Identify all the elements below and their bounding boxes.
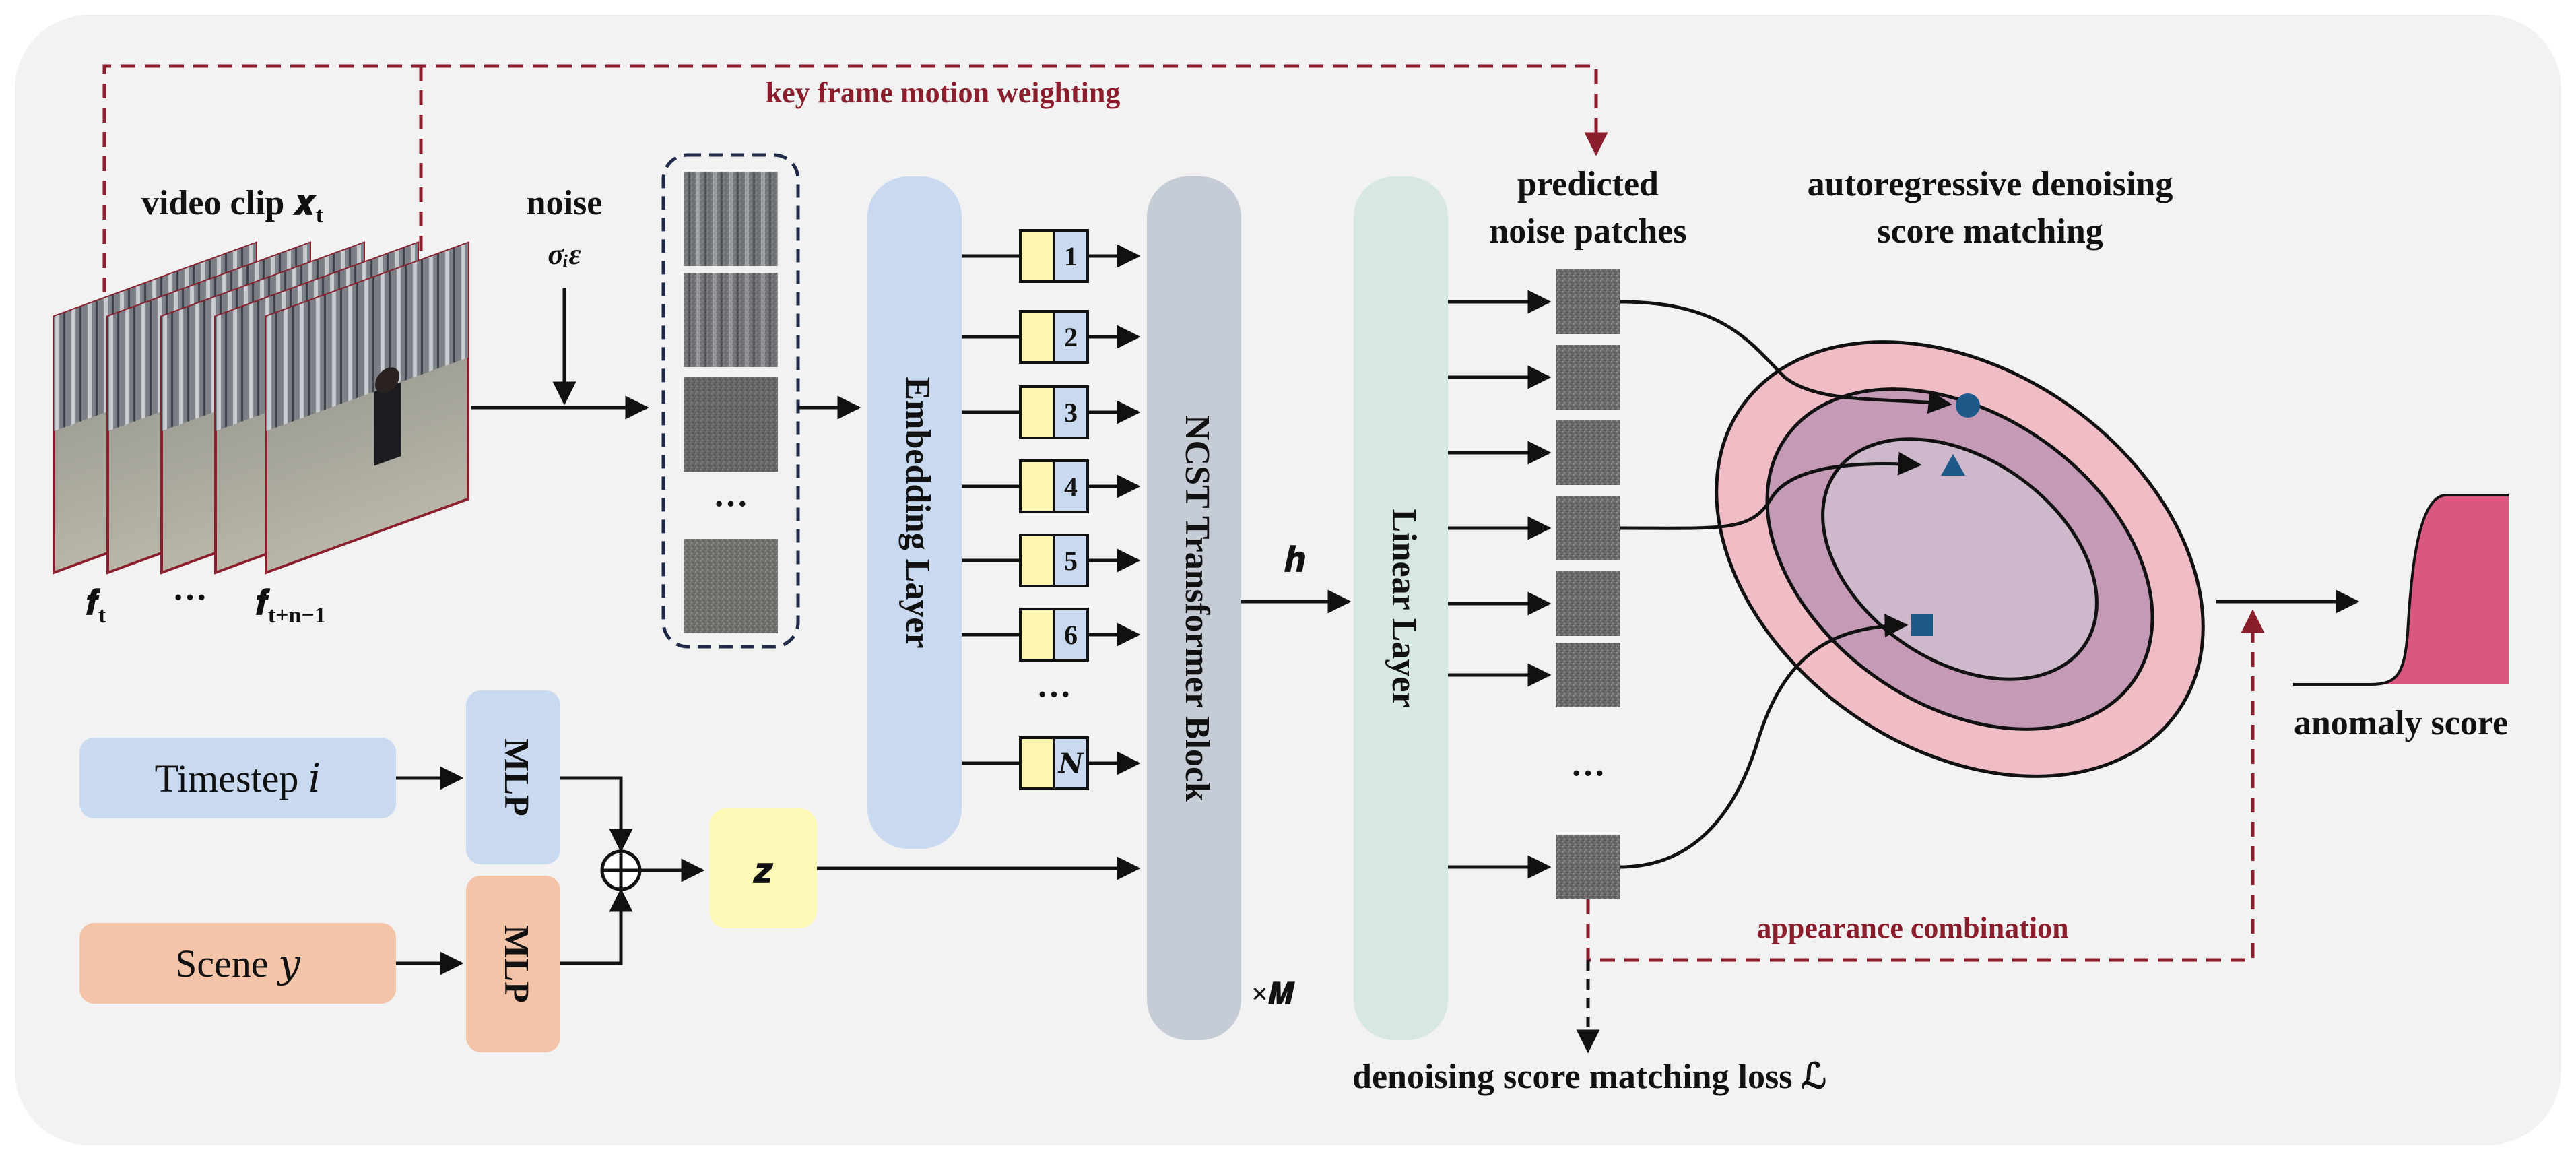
token: 𝑵 xyxy=(962,736,1141,790)
patch-to-triangle-curve xyxy=(1620,451,1922,530)
mlp-bottom-box xyxy=(466,876,560,1052)
token: 1 xyxy=(962,229,1141,283)
pedestrian-figure xyxy=(374,382,401,466)
noise-title: noise xyxy=(527,184,603,222)
appearance-label: appearance combination xyxy=(1756,911,2068,944)
noisy-patches-container xyxy=(661,153,800,649)
mlp-bottom-to-sum xyxy=(560,888,633,965)
score-label-line2: score matching xyxy=(1877,212,2103,251)
token: 4 xyxy=(962,459,1141,513)
mlp-bottom-label: MLP xyxy=(497,925,535,1003)
patch-dots: ··· xyxy=(1571,754,1606,793)
linear-layer-label: Linear Layer xyxy=(1385,509,1423,707)
triangle-marker xyxy=(1941,454,1965,476)
predicted-patches xyxy=(1448,269,1620,899)
token-dots: ··· xyxy=(1036,676,1071,714)
patch-to-square-curve xyxy=(1620,614,1909,869)
timestep-label: Timestep 𝑖 xyxy=(155,756,321,800)
mlp-top-label: MLP xyxy=(497,738,535,816)
anomaly-score-label: anomaly score xyxy=(2294,704,2508,742)
svg-text:2: 2 xyxy=(1064,322,1078,352)
repeat-label: ×𝑴 xyxy=(1251,977,1295,1010)
predicted-label-line1: predicted xyxy=(1517,165,1659,203)
token-column: 1 2 3 4 5 xyxy=(962,229,1141,790)
predicted-label-line2: noise patches xyxy=(1489,212,1686,251)
key-frame-dashed-path xyxy=(102,64,1608,317)
video-frames xyxy=(53,241,469,575)
loss-label: denoising score matching loss ℒ xyxy=(1352,1058,1826,1096)
svg-text:4: 4 xyxy=(1064,472,1078,502)
mlp-top-to-sum xyxy=(560,776,633,853)
appearance-dashed-path xyxy=(1586,609,2265,962)
predicted-patch xyxy=(1448,571,1620,636)
h-label: 𝒉 xyxy=(1284,541,1305,579)
svg-text:6: 6 xyxy=(1064,620,1078,650)
key-frame-label: key frame motion weighting xyxy=(766,76,1121,109)
token: 2 xyxy=(962,310,1141,364)
predicted-patch xyxy=(1448,835,1620,899)
mlp-top-box xyxy=(466,690,560,864)
anomaly-score-curve xyxy=(2293,495,2509,684)
z-box xyxy=(709,808,817,928)
circle-marker xyxy=(1956,393,1980,418)
token: 6 xyxy=(962,608,1141,662)
predicted-patch xyxy=(1448,496,1620,560)
z-label: 𝒛 xyxy=(753,852,774,891)
square-marker xyxy=(1911,614,1933,636)
svg-text:5: 5 xyxy=(1064,546,1078,576)
predicted-patch xyxy=(1448,420,1620,485)
scene-label: Scene 𝑦 xyxy=(175,942,301,986)
patch-to-circle-curve xyxy=(1620,300,1952,414)
transformer-block-label: NCST Transformer Block xyxy=(1178,415,1216,802)
video-frame-last xyxy=(265,241,469,575)
svg-text:1: 1 xyxy=(1064,241,1078,271)
timestep-box xyxy=(79,738,396,818)
svg-text:𝑵: 𝑵 xyxy=(1057,748,1084,779)
embedding-layer xyxy=(867,176,962,849)
transformer-block xyxy=(1147,176,1241,1040)
linear-layer xyxy=(1354,176,1448,1040)
token: 3 xyxy=(962,385,1141,439)
noisy-patches xyxy=(684,172,778,633)
scene-box xyxy=(79,923,396,1004)
frame-dots: ··· xyxy=(172,579,207,617)
predicted-patch xyxy=(1448,269,1620,334)
token: 5 xyxy=(962,534,1141,587)
score-label-line1: autoregressive denoising xyxy=(1808,165,2173,203)
embedding-layer-label: Embedding Layer xyxy=(898,377,937,648)
predicted-patch xyxy=(1448,345,1620,410)
predicted-patch xyxy=(1448,643,1620,707)
noise-expression: σᵢε xyxy=(548,238,581,271)
frame-first-label: 𝒇t xyxy=(86,584,106,628)
sum-node xyxy=(600,849,642,891)
background-panel xyxy=(15,15,2561,1145)
svg-text:3: 3 xyxy=(1064,397,1078,428)
frame-last-label: 𝒇t+n−1 xyxy=(256,584,326,628)
noisy-patch-dots: ··· xyxy=(713,485,748,523)
score-ellipses xyxy=(1715,340,2205,778)
video-clip-title: video clip 𝒙t xyxy=(141,184,324,228)
